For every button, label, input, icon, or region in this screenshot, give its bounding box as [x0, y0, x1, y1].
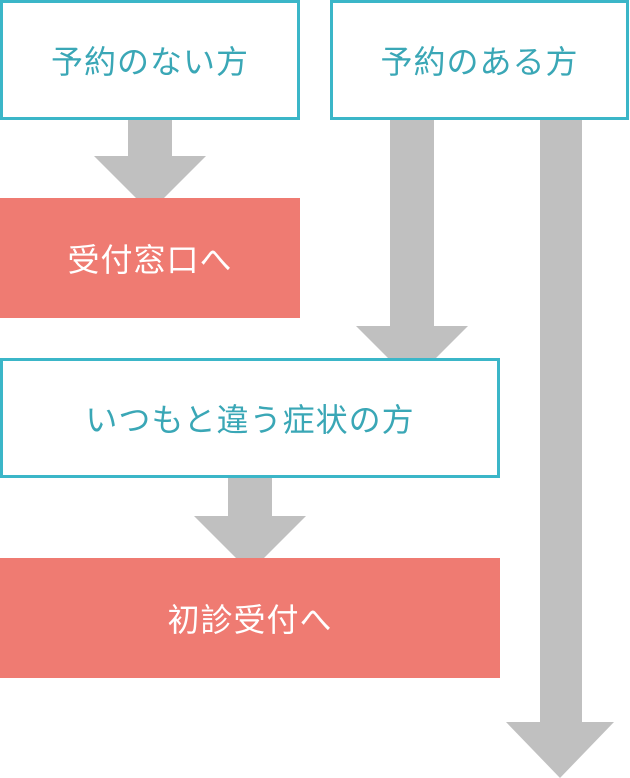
first-visit-label: 初診受付へ	[167, 601, 333, 639]
unusual-symptoms-box: いつもと違う症状の方	[0, 358, 500, 478]
no-reservation-label: 予約のない方	[50, 43, 249, 81]
arrow-no-reservation-to-reception	[94, 120, 206, 212]
first-visit-box: 初診受付へ	[0, 558, 500, 678]
unusual-symptoms-label: いつもと違う症状の方	[85, 401, 415, 439]
arrow-reservation-to-unusual	[356, 120, 468, 382]
no-reservation-box: 予約のない方	[0, 0, 300, 120]
reservation-box: 予約のある方	[330, 0, 629, 120]
arrow-reservation-down	[506, 120, 614, 778]
reservation-label: 予約のある方	[380, 43, 579, 81]
arrow-unusual-to-first-visit	[194, 478, 306, 572]
reception-label: 受付窓口へ	[67, 241, 233, 279]
reception-box: 受付窓口へ	[0, 198, 300, 318]
